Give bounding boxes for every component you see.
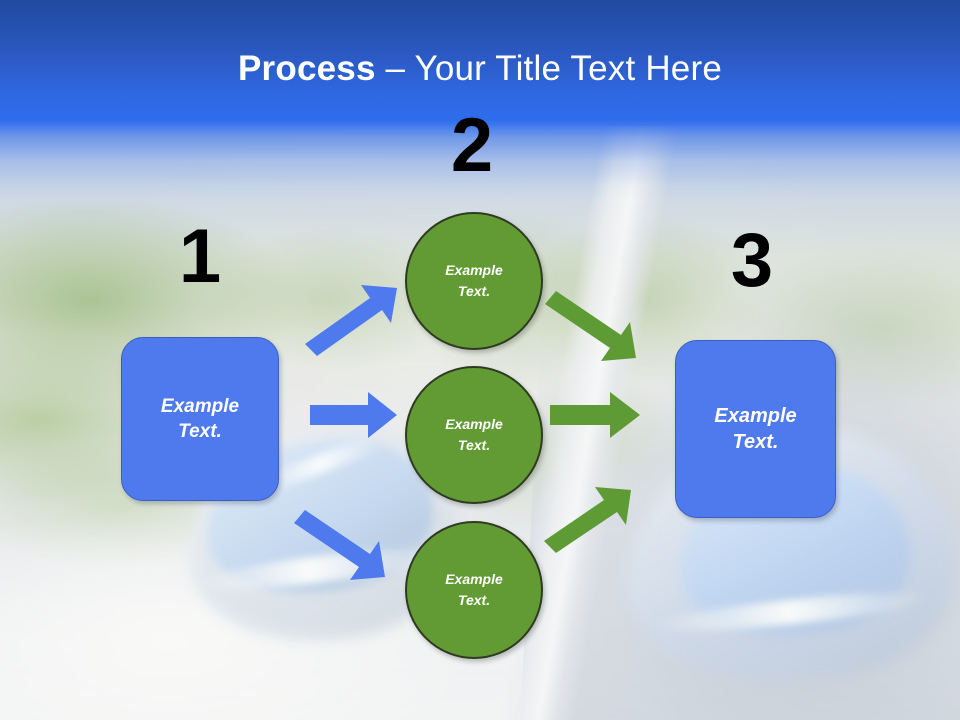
process-circle-bottom[interactable]: Example Text. [405,521,543,659]
process-circle-middle-line1: Example [445,416,503,432]
arrow-green-up [544,487,631,553]
arrow-blue-down [294,510,385,580]
title-banner [0,0,960,126]
step-number-3: 3 [730,218,774,303]
process-box-left-line2: Text. [178,421,222,442]
process-box-right-line2: Text. [732,431,779,453]
process-circle-top-line1: Example [445,262,503,278]
process-box-left[interactable]: Example Text. [121,337,279,501]
arrow-blue-up [305,285,397,356]
arrow-green-right [550,392,640,438]
process-circle-top[interactable]: Example Text. [405,212,543,350]
page-title-rest: – Your Title Text Here [375,49,722,88]
process-box-right[interactable]: Example Text. [675,340,836,518]
process-circle-middle[interactable]: Example Text. [405,366,543,504]
arrow-green-down [545,291,636,361]
title-banner-fade [0,120,960,200]
process-circle-bottom-line2: Text. [457,592,491,608]
process-circle-bottom-line1: Example [445,571,503,587]
step-number-2: 2 [450,103,494,188]
process-box-left-line1: Example [160,395,240,417]
step-number-1: 1 [178,214,222,299]
process-circle-top-line2: Text. [457,283,491,299]
process-circle-middle-line2: Text. [457,437,491,453]
arrow-blue-right [310,392,397,438]
page-title-bold: Process [238,49,376,88]
page-title: Process – Your Title Text Here [0,48,960,90]
process-box-right-line1: Example [714,404,797,427]
